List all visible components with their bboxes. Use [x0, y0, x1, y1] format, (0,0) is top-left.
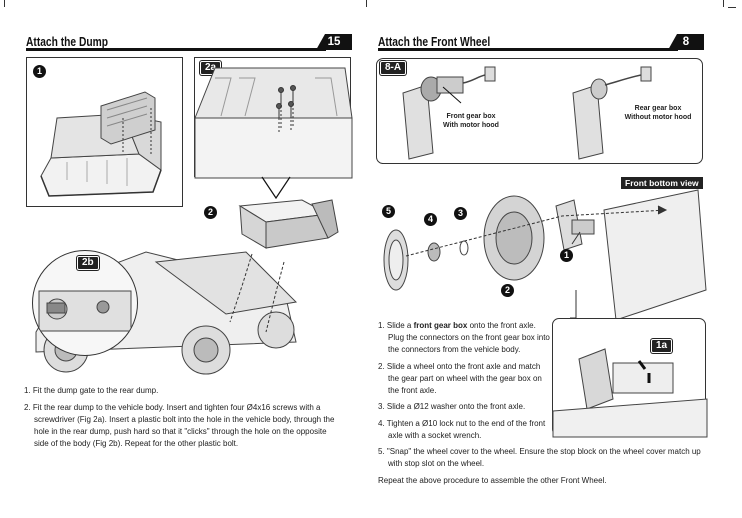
figure-1a: 1a: [552, 318, 708, 438]
plastic-bolt-illustration: [38, 290, 132, 332]
right-instructions-wide: 5. "Snap" the wheel cover to the wheel. …: [378, 446, 706, 491]
front-gear-box-label: Front gear box With motor hood: [431, 113, 511, 130]
header-rule: [378, 48, 678, 51]
page-number: 15: [316, 34, 352, 50]
instruction-step-3: 3. Slide a Ø12 washer onto the front axl…: [378, 402, 526, 411]
figure-1a-tag: 1a: [651, 339, 673, 353]
crop-mark: [4, 0, 5, 7]
step-2-callout: 2: [204, 206, 217, 219]
part-2-callout: 2: [501, 284, 514, 297]
inset-8a: 8-A Front gear box With motor hood Rear …: [376, 58, 703, 164]
connector-detail-illustration: [552, 348, 708, 438]
inset-8a-tag: 8-A: [380, 61, 407, 75]
dump-assembly-illustration: [238, 199, 339, 249]
part-5-callout: 5: [382, 205, 395, 218]
crop-mark: [728, 7, 736, 8]
front-bottom-view-label: Front bottom view: [621, 177, 703, 189]
instruction-step-1-suffix: onto the front axle. Plug the connectors…: [388, 321, 550, 354]
front-gear-box-label-line1: Front gear box: [446, 113, 496, 120]
wheel-assembly-illustration: [383, 189, 707, 321]
page-title: Attach the Dump: [26, 35, 108, 49]
instruction-repeat: Repeat the above procedure to assemble t…: [378, 475, 607, 485]
crop-mark: [723, 0, 724, 7]
instruction-step-2: 2. Slide a wheel onto the front axle and…: [378, 361, 542, 395]
figure-2b-tag: 2b: [77, 256, 99, 270]
instruction-step-2: 2. Fit the rear dump to the vehicle body…: [24, 402, 335, 448]
header-rule: [26, 48, 326, 51]
instruction-step-1: 1. Slide a front gear box onto the front…: [378, 320, 550, 356]
front-gear-box-label-line2: With motor hood: [443, 121, 499, 129]
instruction-step-1-bold: front gear box: [413, 321, 468, 330]
part-3-callout: 3: [454, 207, 467, 220]
rear-gear-box-label-line1: Rear gear box: [634, 105, 682, 112]
part-4-callout: 4: [424, 213, 437, 226]
step-1-callout: 1: [33, 65, 46, 78]
front-gear-box-illustration: [402, 66, 496, 160]
rear-gear-box-illustration: [572, 66, 652, 160]
instruction-step-5: 5. "Snap" the wheel cover to the wheel. …: [378, 447, 701, 468]
page-number: 8: [668, 34, 704, 50]
figure-2a: 2a: [194, 57, 353, 179]
rear-gear-box-label: Rear gear box Without motor hood: [615, 105, 701, 122]
rear-gear-box-label-line2: Without motor hood: [624, 113, 692, 121]
instruction-step-1-prefix: 1. Slide a: [378, 321, 414, 330]
instruction-step-4: 4. Tighten a Ø10 lock nut to the end of …: [378, 418, 546, 440]
left-instructions: 1. Fit the dump gate to the rear dump. 2…: [24, 385, 336, 454]
part-1-callout: 1: [560, 249, 573, 262]
crop-mark: [366, 0, 367, 7]
screws-illustration: [194, 67, 353, 179]
figure-2b: 2b: [32, 250, 138, 356]
right-instructions: 1. Slide a front gear box onto the front…: [378, 320, 550, 446]
rear-dump-illustration: [40, 91, 162, 197]
step-1-figure: 1: [26, 57, 183, 207]
page-title: Attach the Front Wheel: [378, 35, 491, 49]
instruction-step-1: 1. Fit the dump gate to the rear dump.: [24, 386, 159, 395]
